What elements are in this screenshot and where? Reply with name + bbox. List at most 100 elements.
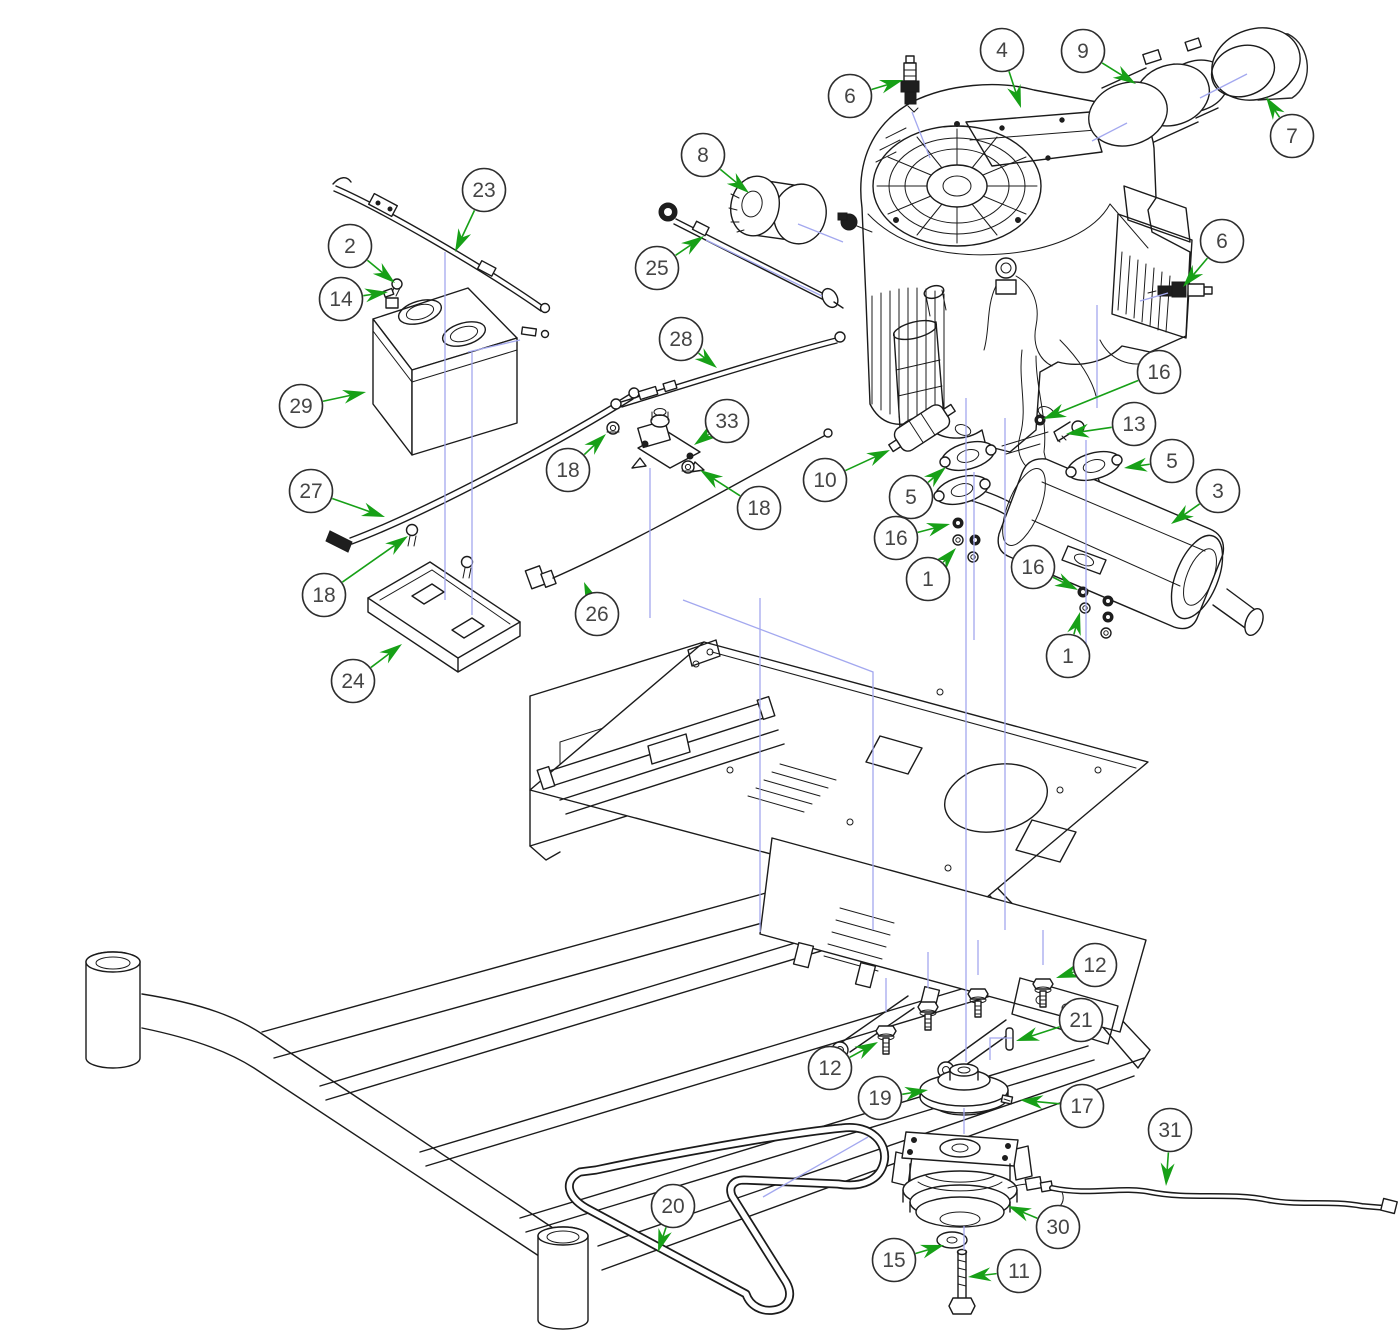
- callout-balloon[interactable]: [461, 167, 507, 213]
- callout-balloon[interactable]: [827, 73, 873, 119]
- callout-balloon[interactable]: [1195, 468, 1241, 514]
- callout-balloon[interactable]: [871, 1237, 917, 1283]
- callout-5[interactable]: 5: [1124, 438, 1195, 484]
- callout-balloon[interactable]: [288, 468, 334, 514]
- callout-14[interactable]: 14: [318, 276, 389, 322]
- callout-11[interactable]: 11: [968, 1248, 1042, 1294]
- callout-balloon[interactable]: [802, 457, 848, 503]
- callout-1[interactable]: 1: [1045, 612, 1091, 679]
- callout-balloon[interactable]: [736, 485, 782, 531]
- callout-balloon[interactable]: [1111, 401, 1157, 447]
- fuel-shutoff-valve: [837, 212, 873, 233]
- callout-arrowhead: [726, 172, 749, 193]
- callout-19[interactable]: 19: [857, 1075, 929, 1121]
- callout-2[interactable]: 2: [327, 223, 396, 284]
- callout-18[interactable]: 18: [700, 470, 782, 531]
- callout-leader: [915, 1248, 929, 1255]
- clutch-washer: [936, 1231, 968, 1249]
- callout-leader: [1139, 463, 1150, 467]
- callout-balloon[interactable]: [1010, 544, 1056, 590]
- callout-balloon[interactable]: [680, 132, 726, 178]
- callout-balloon[interactable]: [1147, 1107, 1193, 1153]
- engine-deck: [529, 639, 1149, 1079]
- callout-balloon[interactable]: [318, 276, 364, 322]
- callout-26[interactable]: 26: [574, 582, 620, 637]
- callout-16[interactable]: 16: [873, 515, 951, 561]
- callout-13[interactable]: 13: [1066, 401, 1157, 447]
- callout-balloon[interactable]: [327, 223, 373, 269]
- callout-20[interactable]: 20: [650, 1183, 696, 1253]
- callout-30[interactable]: 30: [1008, 1204, 1081, 1250]
- callout-balloon[interactable]: [704, 398, 750, 444]
- callout-balloon[interactable]: [888, 474, 934, 520]
- callout-balloon[interactable]: [545, 447, 591, 493]
- callout-arrowhead: [1266, 97, 1285, 121]
- callout-1[interactable]: 1: [905, 548, 957, 602]
- callout-balloon[interactable]: [1059, 1083, 1105, 1129]
- callout-6[interactable]: 6: [1183, 218, 1245, 288]
- callout-balloon[interactable]: [905, 556, 951, 602]
- callout-balloon[interactable]: [658, 316, 704, 362]
- callout-leader: [1052, 576, 1065, 584]
- callout-balloon[interactable]: [1072, 942, 1118, 988]
- muffler-mount-hardware-left: [952, 517, 981, 563]
- air-cleaner-cover: [1210, 27, 1308, 101]
- callout-balloon[interactable]: [1149, 438, 1195, 484]
- callout-balloon[interactable]: [1035, 1204, 1081, 1250]
- callout-number: 5: [1166, 450, 1178, 473]
- callout-balloon[interactable]: [278, 383, 324, 429]
- callout-18[interactable]: 18: [545, 434, 607, 493]
- callout-leader: [1022, 1211, 1038, 1220]
- callout-balloon[interactable]: [1136, 349, 1182, 395]
- callout-leader: [983, 1272, 997, 1276]
- callout-number: 3: [1212, 480, 1224, 503]
- callout-balloon[interactable]: [807, 1045, 853, 1091]
- callout-balloon[interactable]: [996, 1248, 1042, 1294]
- callout-7[interactable]: 7: [1266, 97, 1315, 159]
- callout-23[interactable]: 23: [455, 167, 507, 253]
- callout-10[interactable]: 10: [802, 450, 891, 503]
- callout-5[interactable]: 5: [888, 467, 947, 520]
- callout-balloon[interactable]: [1199, 218, 1245, 264]
- callout-balloon[interactable]: [1060, 28, 1106, 74]
- callout-balloon[interactable]: [574, 591, 620, 637]
- callout-17[interactable]: 17: [1020, 1083, 1105, 1129]
- callout-balloon[interactable]: [301, 572, 347, 618]
- callout-balloon[interactable]: [634, 245, 680, 291]
- callout-balloon[interactable]: [1045, 633, 1091, 679]
- callout-8[interactable]: 8: [680, 132, 750, 194]
- callout-29[interactable]: 29: [278, 383, 367, 429]
- callout-leader: [1183, 503, 1201, 516]
- wire-lead: [524, 428, 833, 590]
- callout-9[interactable]: 9: [1060, 28, 1137, 85]
- callout-arrowhead: [360, 502, 385, 517]
- callout-16[interactable]: 16: [1010, 544, 1079, 591]
- callout-balloon[interactable]: [1058, 997, 1104, 1043]
- callout-balloon[interactable]: [650, 1183, 696, 1229]
- callout-12[interactable]: 12: [1056, 942, 1118, 988]
- callout-21[interactable]: 21: [1016, 997, 1104, 1043]
- callout-24[interactable]: 24: [330, 644, 403, 704]
- callout-18[interactable]: 18: [301, 536, 409, 618]
- callout-leader: [322, 394, 351, 403]
- callout-number: 25: [645, 257, 668, 280]
- callout-6[interactable]: 6: [827, 73, 904, 119]
- callout-balloon[interactable]: [1269, 113, 1315, 159]
- callout-balloon[interactable]: [857, 1075, 903, 1121]
- callout-31[interactable]: 31: [1147, 1107, 1193, 1187]
- callout-15[interactable]: 15: [871, 1237, 945, 1283]
- callout-number: 4: [996, 39, 1008, 62]
- callout-3[interactable]: 3: [1171, 468, 1241, 525]
- callout-25[interactable]: 25: [634, 236, 705, 291]
- callout-balloon[interactable]: [979, 27, 1025, 73]
- callout-leader: [1081, 426, 1112, 433]
- callout-27[interactable]: 27: [288, 468, 386, 518]
- callout-12[interactable]: 12: [807, 1042, 879, 1091]
- callout-balloon[interactable]: [873, 515, 919, 561]
- callout-28[interactable]: 28: [658, 316, 718, 369]
- callout-4[interactable]: 4: [979, 27, 1025, 109]
- callout-33[interactable]: 33: [694, 398, 750, 446]
- pto-clutch: [891, 1131, 1033, 1228]
- callout-16[interactable]: 16: [1043, 349, 1182, 420]
- callout-balloon[interactable]: [330, 658, 376, 704]
